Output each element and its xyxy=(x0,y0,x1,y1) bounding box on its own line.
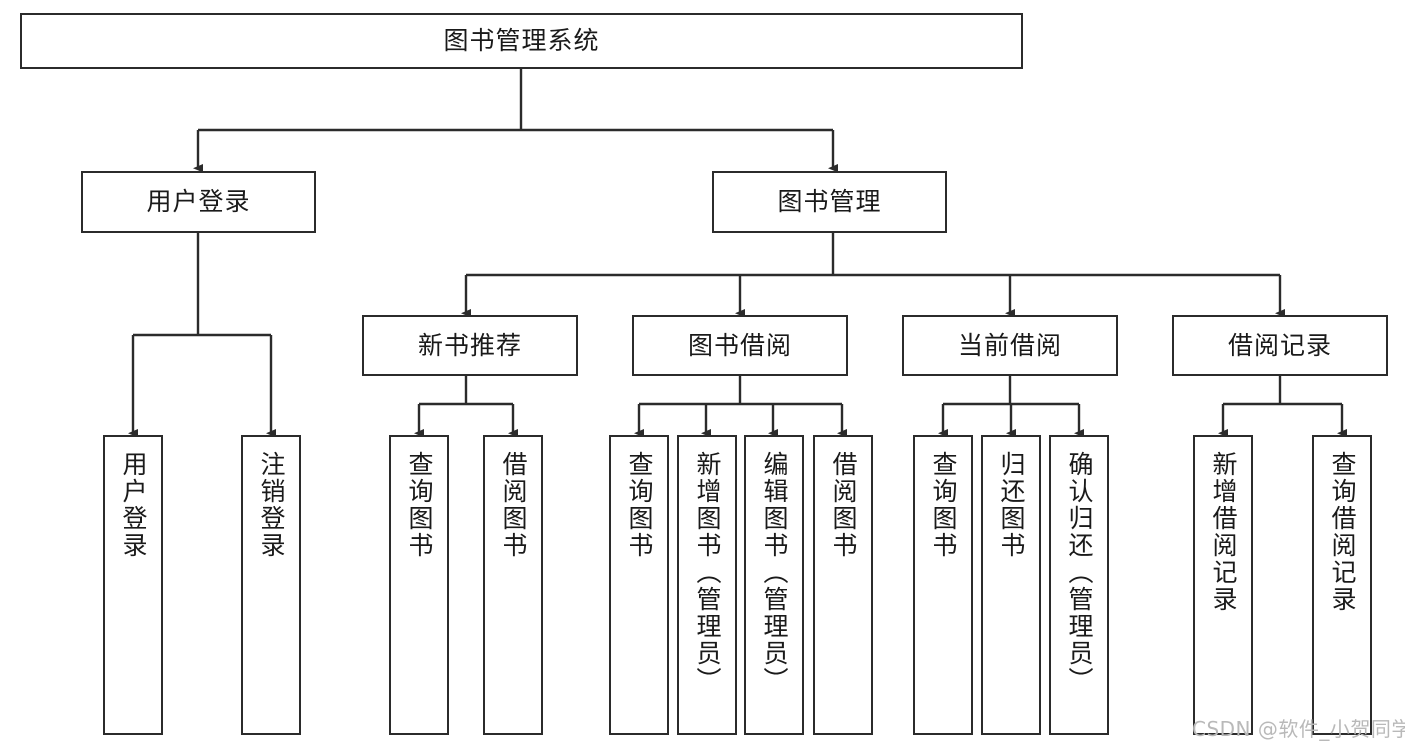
node-book-manage[interactable]: 图书管理 xyxy=(712,171,947,233)
node-label: 编辑图书（管理员） xyxy=(760,451,789,694)
leaf-edit-book[interactable]: 编辑图书（管理员） xyxy=(744,435,804,735)
node-borrow-record[interactable]: 借阅记录 xyxy=(1172,315,1388,376)
leaf-return-book[interactable]: 归还图书 xyxy=(981,435,1041,735)
node-label: 用户登录 xyxy=(146,187,251,216)
leaf-borrow-book-recommend[interactable]: 借阅图书 xyxy=(483,435,543,735)
node-label: 查询图书 xyxy=(625,451,654,559)
leaf-add-borrow-record[interactable]: 新增借阅记录 xyxy=(1193,435,1253,735)
node-label: 查询借阅记录 xyxy=(1328,451,1357,613)
node-current-borrow[interactable]: 当前借阅 xyxy=(902,315,1118,376)
node-label: 图书管理 xyxy=(777,187,882,216)
leaf-query-book-current[interactable]: 查询图书 xyxy=(913,435,973,735)
node-label: 图书管理系统 xyxy=(443,26,600,55)
node-label: 借阅记录 xyxy=(1227,330,1332,360)
leaf-query-book-borrow[interactable]: 查询图书 xyxy=(609,435,669,735)
node-label: 注销登录 xyxy=(257,451,286,559)
node-book-borrow[interactable]: 图书借阅 xyxy=(632,315,848,376)
node-label: 归还图书 xyxy=(997,451,1026,559)
leaf-query-borrow-record[interactable]: 查询借阅记录 xyxy=(1312,435,1372,735)
node-label: 查询图书 xyxy=(929,451,958,559)
node-label: 新增借阅记录 xyxy=(1209,451,1238,613)
node-label: 用户登录 xyxy=(119,451,148,559)
node-label: 新书推荐 xyxy=(417,330,522,360)
leaf-borrow-book[interactable]: 借阅图书 xyxy=(813,435,873,735)
node-book-management-system[interactable]: 图书管理系统 xyxy=(20,13,1023,69)
node-user-login[interactable]: 用户登录 xyxy=(81,171,316,233)
node-new-book-recommend[interactable]: 新书推荐 xyxy=(362,315,578,376)
leaf-user-logout[interactable]: 注销登录 xyxy=(241,435,301,735)
node-label: 当前借阅 xyxy=(957,330,1062,360)
node-label: 图书借阅 xyxy=(687,330,792,360)
node-label: 确认归还（管理员） xyxy=(1065,451,1094,694)
node-label: 新增图书（管理员） xyxy=(693,451,722,694)
csdn-watermark: CSDN @软件_小贺同学 xyxy=(1192,717,1405,741)
node-label: 借阅图书 xyxy=(499,451,528,559)
leaf-confirm-return[interactable]: 确认归还（管理员） xyxy=(1049,435,1109,735)
leaf-query-book-recommend[interactable]: 查询图书 xyxy=(389,435,449,735)
leaf-add-book[interactable]: 新增图书（管理员） xyxy=(677,435,737,735)
node-label: 查询图书 xyxy=(405,451,434,559)
leaf-user-login[interactable]: 用户登录 xyxy=(103,435,163,735)
node-label: 借阅图书 xyxy=(829,451,858,559)
